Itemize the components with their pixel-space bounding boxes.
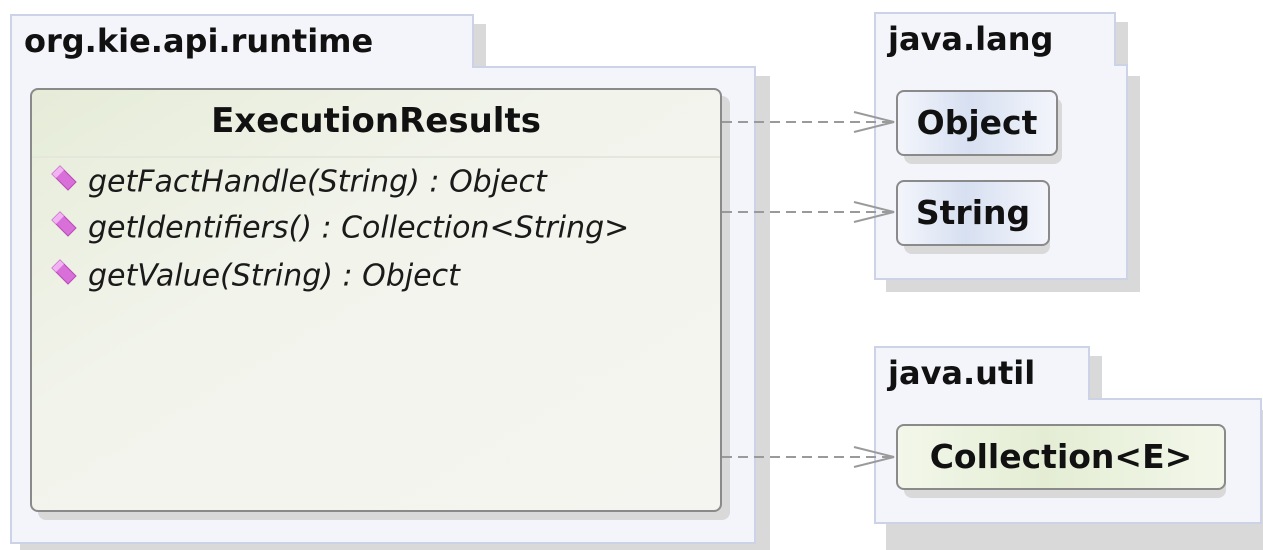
class-collection[interactable]: Collection<E> xyxy=(896,424,1226,490)
method-row: getFactHandle(String) : Object xyxy=(48,164,547,202)
method-diamond-icon xyxy=(48,164,78,202)
dependency-edge-object xyxy=(722,111,895,133)
method-diamond-icon xyxy=(48,258,78,296)
method-diamond-icon xyxy=(48,210,78,248)
package-name: org.kie.api.runtime xyxy=(24,22,374,60)
class-name: String xyxy=(915,193,1031,232)
class-name: ExecutionResults xyxy=(32,90,720,158)
method-signature: getFactHandle(String) : Object xyxy=(88,164,547,200)
dependency-edge-collection xyxy=(722,446,895,468)
package-name: java.util xyxy=(888,354,1036,392)
dependency-edge-string xyxy=(722,201,895,223)
package-java-util-tab: java.util xyxy=(874,346,1090,400)
method-signature: getIdentifiers() : Collection<String> xyxy=(88,210,630,246)
class-execution-results[interactable]: ExecutionResults getFactHandle(String) :… xyxy=(30,88,722,512)
method-row: getIdentifiers() : Collection<String> xyxy=(48,210,629,248)
package-org-kie-api-runtime-tab: org.kie.api.runtime xyxy=(10,14,474,68)
class-name: Collection<E> xyxy=(929,437,1193,476)
method-signature: getValue(String) : Object xyxy=(88,258,460,294)
class-name: Object xyxy=(916,103,1038,142)
package-name: java.lang xyxy=(888,20,1054,58)
package-java-lang-tab: java.lang xyxy=(874,12,1116,66)
class-string[interactable]: String xyxy=(896,180,1050,246)
method-row: getValue(String) : Object xyxy=(48,258,460,296)
class-object[interactable]: Object xyxy=(896,90,1058,156)
